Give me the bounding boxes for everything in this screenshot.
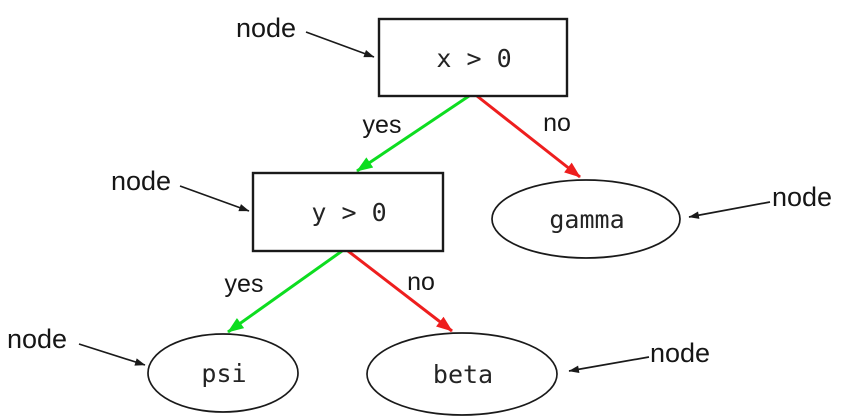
node-box-x-gt-0 bbox=[377, 17, 569, 98]
edge-label-yes-2: yes bbox=[225, 270, 264, 298]
node-ellipse-psi bbox=[147, 333, 299, 413]
edge-yes-root-to-ytest bbox=[356, 94, 470, 173]
edge-label-no-1: no bbox=[543, 109, 571, 137]
annotation-label-root: node bbox=[236, 13, 296, 43]
annotation-arrow-gamma bbox=[688, 201, 771, 219]
edge-yes-ytest-to-psi bbox=[227, 249, 343, 334]
node-label-gamma: gamma bbox=[549, 205, 624, 234]
node-label-y-gt-0: y > 0 bbox=[311, 198, 386, 227]
annotation-label-ytest: node bbox=[111, 166, 171, 196]
annotation-label-beta: node bbox=[650, 338, 710, 368]
node-label-psi: psi bbox=[201, 359, 246, 388]
annotation-label-gamma: node bbox=[772, 182, 832, 212]
edge-no-ytest-to-beta bbox=[347, 249, 453, 333]
edge-no-root-to-gamma bbox=[476, 94, 581, 179]
node-label-x-gt-0: x > 0 bbox=[436, 44, 511, 73]
annotation-arrow-psi bbox=[78, 343, 146, 366]
edge-label-no-2: no bbox=[407, 268, 435, 296]
node-ellipse-gamma bbox=[491, 179, 681, 259]
node-label-beta: beta bbox=[433, 360, 493, 389]
node-box-y-gt-0 bbox=[251, 171, 445, 253]
annotation-arrow-ytest bbox=[179, 185, 250, 212]
annotation-label-psi: node bbox=[7, 324, 67, 354]
annotation-arrow-beta bbox=[568, 356, 650, 374]
annotation-arrow-root bbox=[305, 31, 375, 58]
edge-label-yes-1: yes bbox=[363, 111, 402, 139]
node-ellipse-beta bbox=[366, 332, 558, 416]
